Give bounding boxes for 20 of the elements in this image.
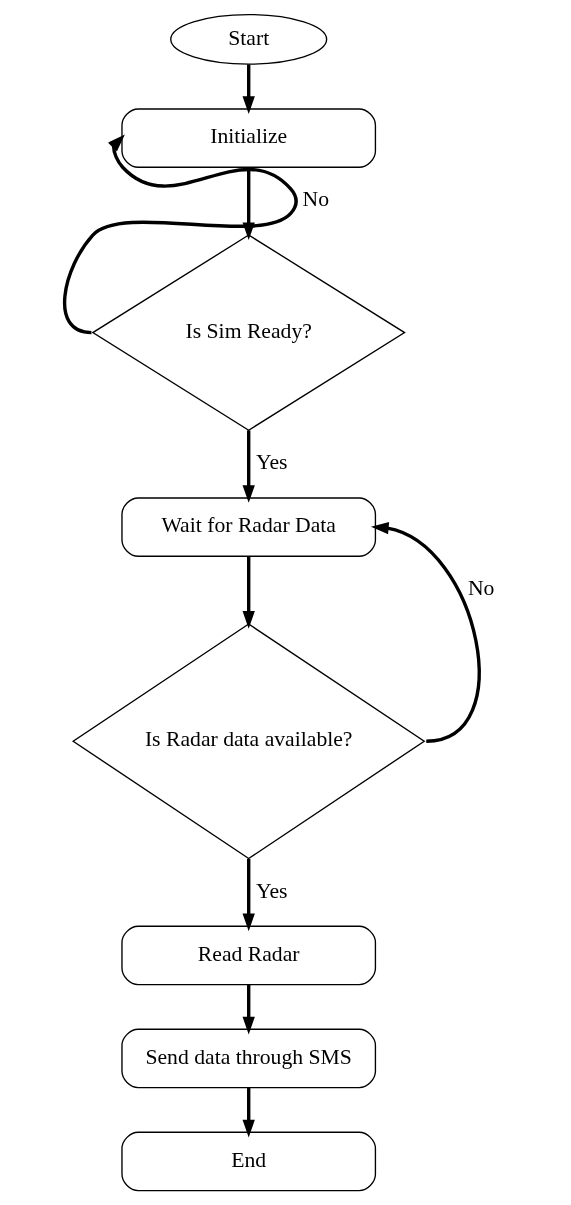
node-box: End — [120, 1131, 376, 1192]
node-box: Initialize — [120, 108, 376, 168]
arrow — [242, 64, 255, 114]
edge-label: Yes — [255, 878, 288, 903]
edge-label: No — [302, 187, 329, 212]
edge-label: No — [467, 576, 494, 601]
arrow — [370, 522, 481, 743]
arrow — [62, 134, 298, 335]
node-box: Wait for Radar Data — [120, 497, 376, 557]
arrow — [242, 430, 255, 503]
edge-label: Yes — [255, 450, 288, 475]
node-ellipse: Start — [169, 13, 327, 65]
node-box: Send data through SMS — [120, 1028, 376, 1089]
arrow — [242, 984, 255, 1035]
arrow — [242, 556, 255, 629]
node-box: Read Radar — [120, 925, 376, 986]
arrow — [242, 1087, 255, 1138]
arrow — [242, 858, 255, 932]
node-diamond: Is Radar data available? — [71, 623, 425, 860]
node-diamond: Is Sim Ready? — [91, 234, 406, 431]
